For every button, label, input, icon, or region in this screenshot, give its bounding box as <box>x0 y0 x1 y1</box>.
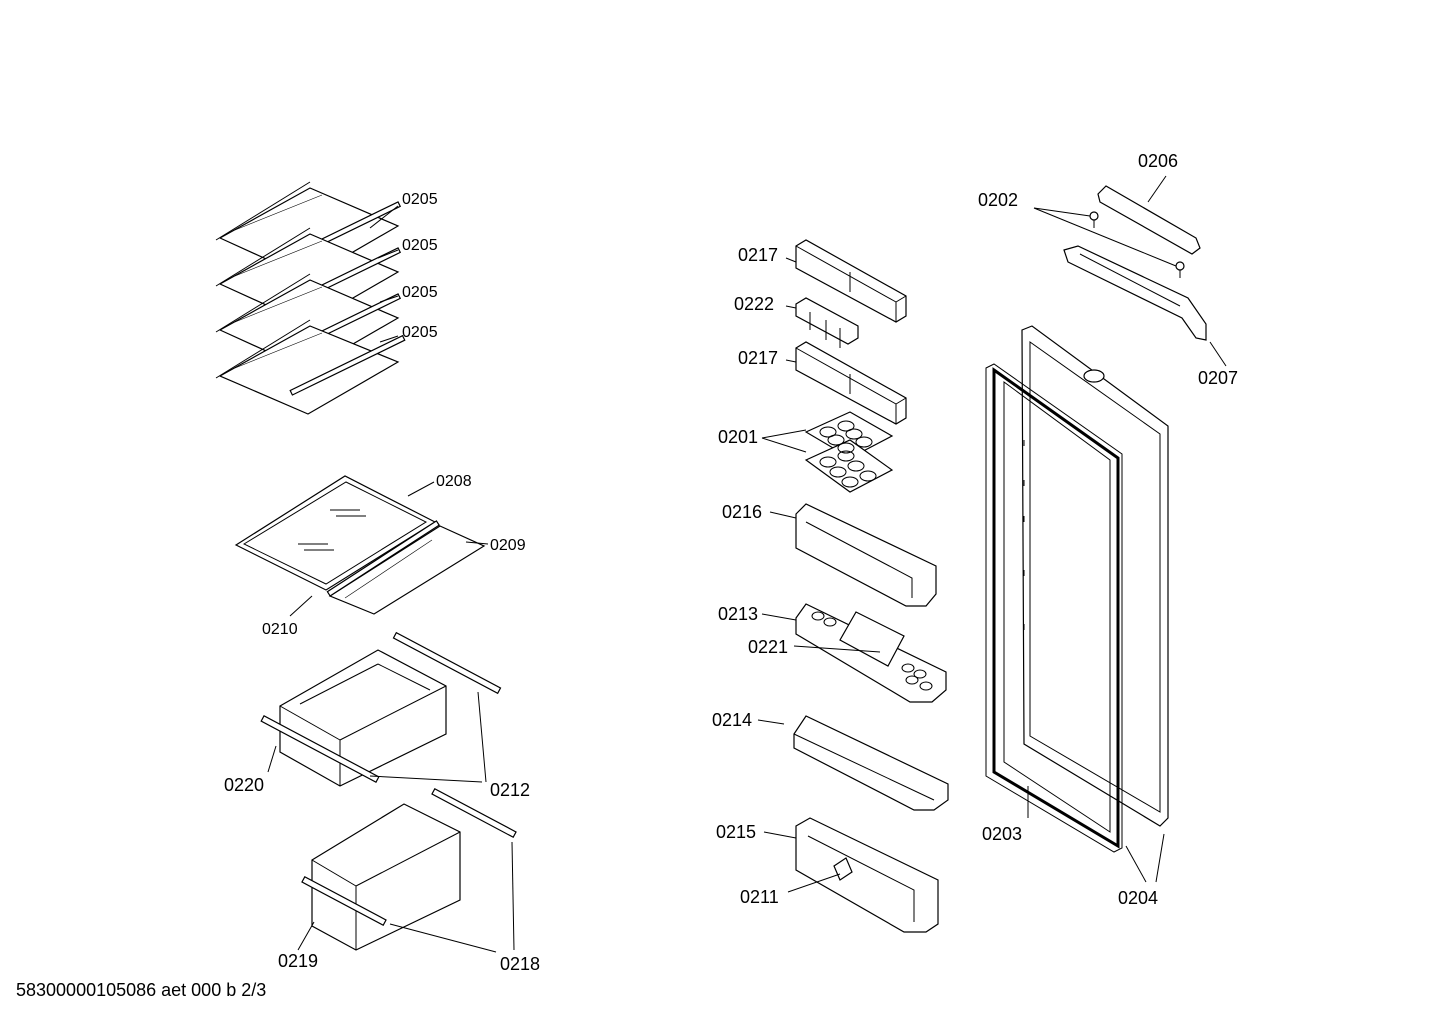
hinge-bracket-0207 <box>1063 245 1227 367</box>
door-handle-cover-0206 <box>1097 175 1201 255</box>
document-id-footer: 58300000105086 aet 000 b 2/3 <box>16 980 267 1000</box>
door-rack-0217-bottom <box>785 341 907 425</box>
egg-trays-0201 <box>761 411 894 493</box>
egg-holder-0222 <box>785 297 859 348</box>
label-0212: 0212 <box>490 780 530 800</box>
label-0214: 0214 <box>712 710 752 730</box>
label-0205-b: 0205 <box>402 237 438 254</box>
label-0221: 0221 <box>748 637 788 657</box>
label-0210: 0210 <box>262 621 298 638</box>
label-0213: 0213 <box>718 604 758 624</box>
label-0222: 0222 <box>734 294 774 314</box>
door-bin-0214 <box>757 715 949 811</box>
door-bin-0215 <box>763 817 939 933</box>
label-0215: 0215 <box>716 822 756 842</box>
label-0217-top: 0217 <box>738 245 778 265</box>
door-gasket <box>985 363 1165 883</box>
label-0216: 0216 <box>722 502 762 522</box>
label-0205-c: 0205 <box>402 284 438 301</box>
label-0205-a: 0205 <box>402 191 438 208</box>
label-0205-d: 0205 <box>402 324 438 341</box>
label-0204: 0204 <box>1118 888 1158 908</box>
label-0203: 0203 <box>982 824 1022 844</box>
label-0206: 0206 <box>1138 151 1178 171</box>
screws-0202 <box>1033 207 1185 278</box>
wire-shelves <box>215 181 406 415</box>
glass-shelf <box>234 475 489 617</box>
label-0211: 0211 <box>740 887 779 907</box>
wire-shelf-4 <box>215 319 406 415</box>
label-0202: 0202 <box>978 190 1018 210</box>
label-0208: 0208 <box>436 473 472 490</box>
door-bin-0213 <box>761 603 947 703</box>
label-0218: 0218 <box>500 954 540 974</box>
label-0207: 0207 <box>1198 368 1238 388</box>
label-0217-bottom: 0217 <box>738 348 778 368</box>
label-0219: 0219 <box>278 951 318 971</box>
label-0209: 0209 <box>490 537 526 554</box>
lower-drawer <box>297 787 517 953</box>
door-rack-0217-top <box>785 239 907 323</box>
door-bin-0216 <box>769 503 937 607</box>
door-panel <box>1021 325 1169 827</box>
upper-drawer <box>260 631 502 787</box>
label-0201: 0201 <box>718 427 758 447</box>
label-0220: 0220 <box>224 775 264 795</box>
